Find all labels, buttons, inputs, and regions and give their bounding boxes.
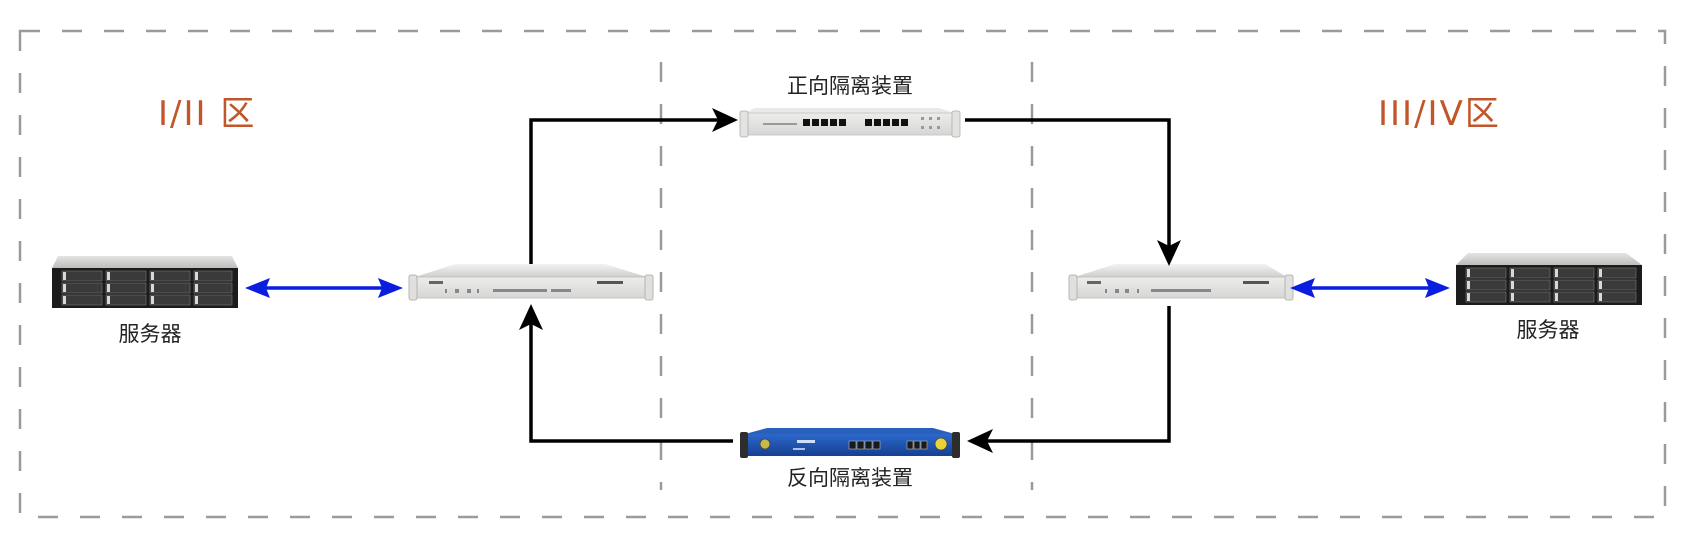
forward-flow-arrow-to-isolator <box>529 108 738 264</box>
forward-isolator-label: 正向隔离装置 <box>787 74 913 98</box>
right-server-link-bidirectional <box>1290 278 1450 298</box>
reverse-flow-arrow-to-left-gateway <box>519 304 733 443</box>
right-server-icon[interactable] <box>1456 253 1642 305</box>
zone-label-i-ii: I/II 区 <box>158 94 257 134</box>
zone-label-iii-iv: III/IV区 <box>1378 94 1501 134</box>
reverse-isolator-device-icon[interactable] <box>740 428 960 458</box>
reverse-isolator-label: 反向隔离装置 <box>787 466 913 490</box>
reverse-flow-arrow-to-isolator <box>967 306 1171 453</box>
forward-isolator-device-icon[interactable] <box>739 108 961 138</box>
left-gateway-device-icon[interactable] <box>408 264 654 301</box>
left-server-label: 服务器 <box>118 322 182 346</box>
forward-flow-arrow-to-right-gateway <box>965 118 1181 266</box>
left-server-link-bidirectional <box>245 278 403 298</box>
outer-boundary <box>18 29 1667 519</box>
left-server-icon[interactable] <box>52 256 238 308</box>
right-gateway-device-icon[interactable] <box>1068 264 1294 301</box>
right-server-label: 服务器 <box>1516 318 1580 342</box>
